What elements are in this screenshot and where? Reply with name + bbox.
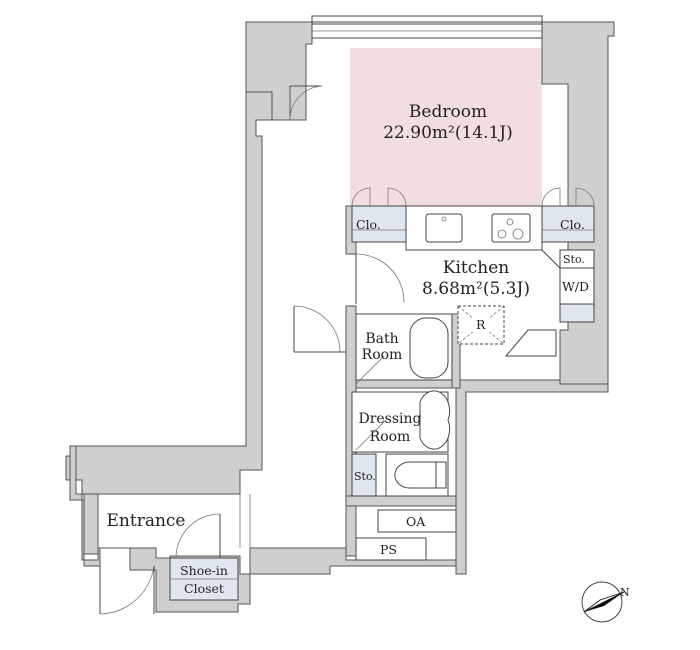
kitchen-step [504,329,557,357]
closet-right[interactable]: Clo. [541,187,595,243]
door-bedroom-left[interactable] [289,85,323,121]
bath-room-label-line1: Bath [365,331,398,347]
toilet [385,453,449,497]
washbasin-icon [419,390,451,450]
ps-box: PS [355,537,427,561]
wall-entrance-left [83,493,99,555]
closet-right-label: Clo. [560,217,585,232]
shoe-closet-label-line2: Closet [184,581,224,596]
closet-left-label: Clo. [356,217,381,232]
refrigerator: R [457,305,505,345]
bedroom-area-fill [350,48,542,206]
bathtub-icon [409,317,449,379]
compass: N [581,581,630,623]
toilet-icon [394,461,437,489]
kitchen-area: 8.68m²(5.3J) [422,279,530,299]
washer-dryer[interactable]: W/D [559,267,595,323]
dressing-room-label-line1: Dressing [358,411,421,427]
closet-left[interactable]: Clo. [351,187,407,243]
sink-icon [425,213,463,243]
door-front[interactable] [99,565,155,615]
kitchen-name: Kitchen [443,258,509,278]
wall-oa-top [345,495,457,507]
door-kitchen-left[interactable] [355,253,405,304]
bedroom-name: Bedroom [409,102,487,122]
oa-label: OA [406,514,426,529]
shoe-in-closet[interactable] [169,557,239,601]
storage-dressing-label: Sto. [354,470,376,483]
washer-dryer-label: W/D [562,279,589,294]
door-hall-bath[interactable] [293,305,346,353]
storage-dressing[interactable]: Sto. [351,453,377,497]
bath-room-label-line2: Room [362,347,403,363]
bedroom-area: 22.90m²(14.1J) [383,123,513,143]
dressing-room [351,390,451,453]
wall-right-bottom [455,379,609,575]
compass-north-label: N [620,586,630,599]
wall-left-long [65,91,273,495]
bathroom [355,313,453,385]
wall-bath-bottom [355,379,459,389]
oa-box: OA [377,509,457,533]
entrance-label: Entrance [107,511,186,531]
dressing-room-label-line2: Room [370,429,411,445]
refrigerator-label: R [476,317,486,332]
wall-door-jamb [289,85,307,121]
kitchen-counter [405,205,543,251]
storage-kitchen-label: Sto. [563,253,585,266]
door-entrance[interactable] [175,513,221,558]
balcony-rail [311,15,543,23]
stove-icon [491,213,531,243]
storage-kitchen[interactable]: Sto. [559,249,595,269]
ps-label: PS [380,542,397,557]
shoe-closet-label-line1: Shoe-in [180,563,228,578]
